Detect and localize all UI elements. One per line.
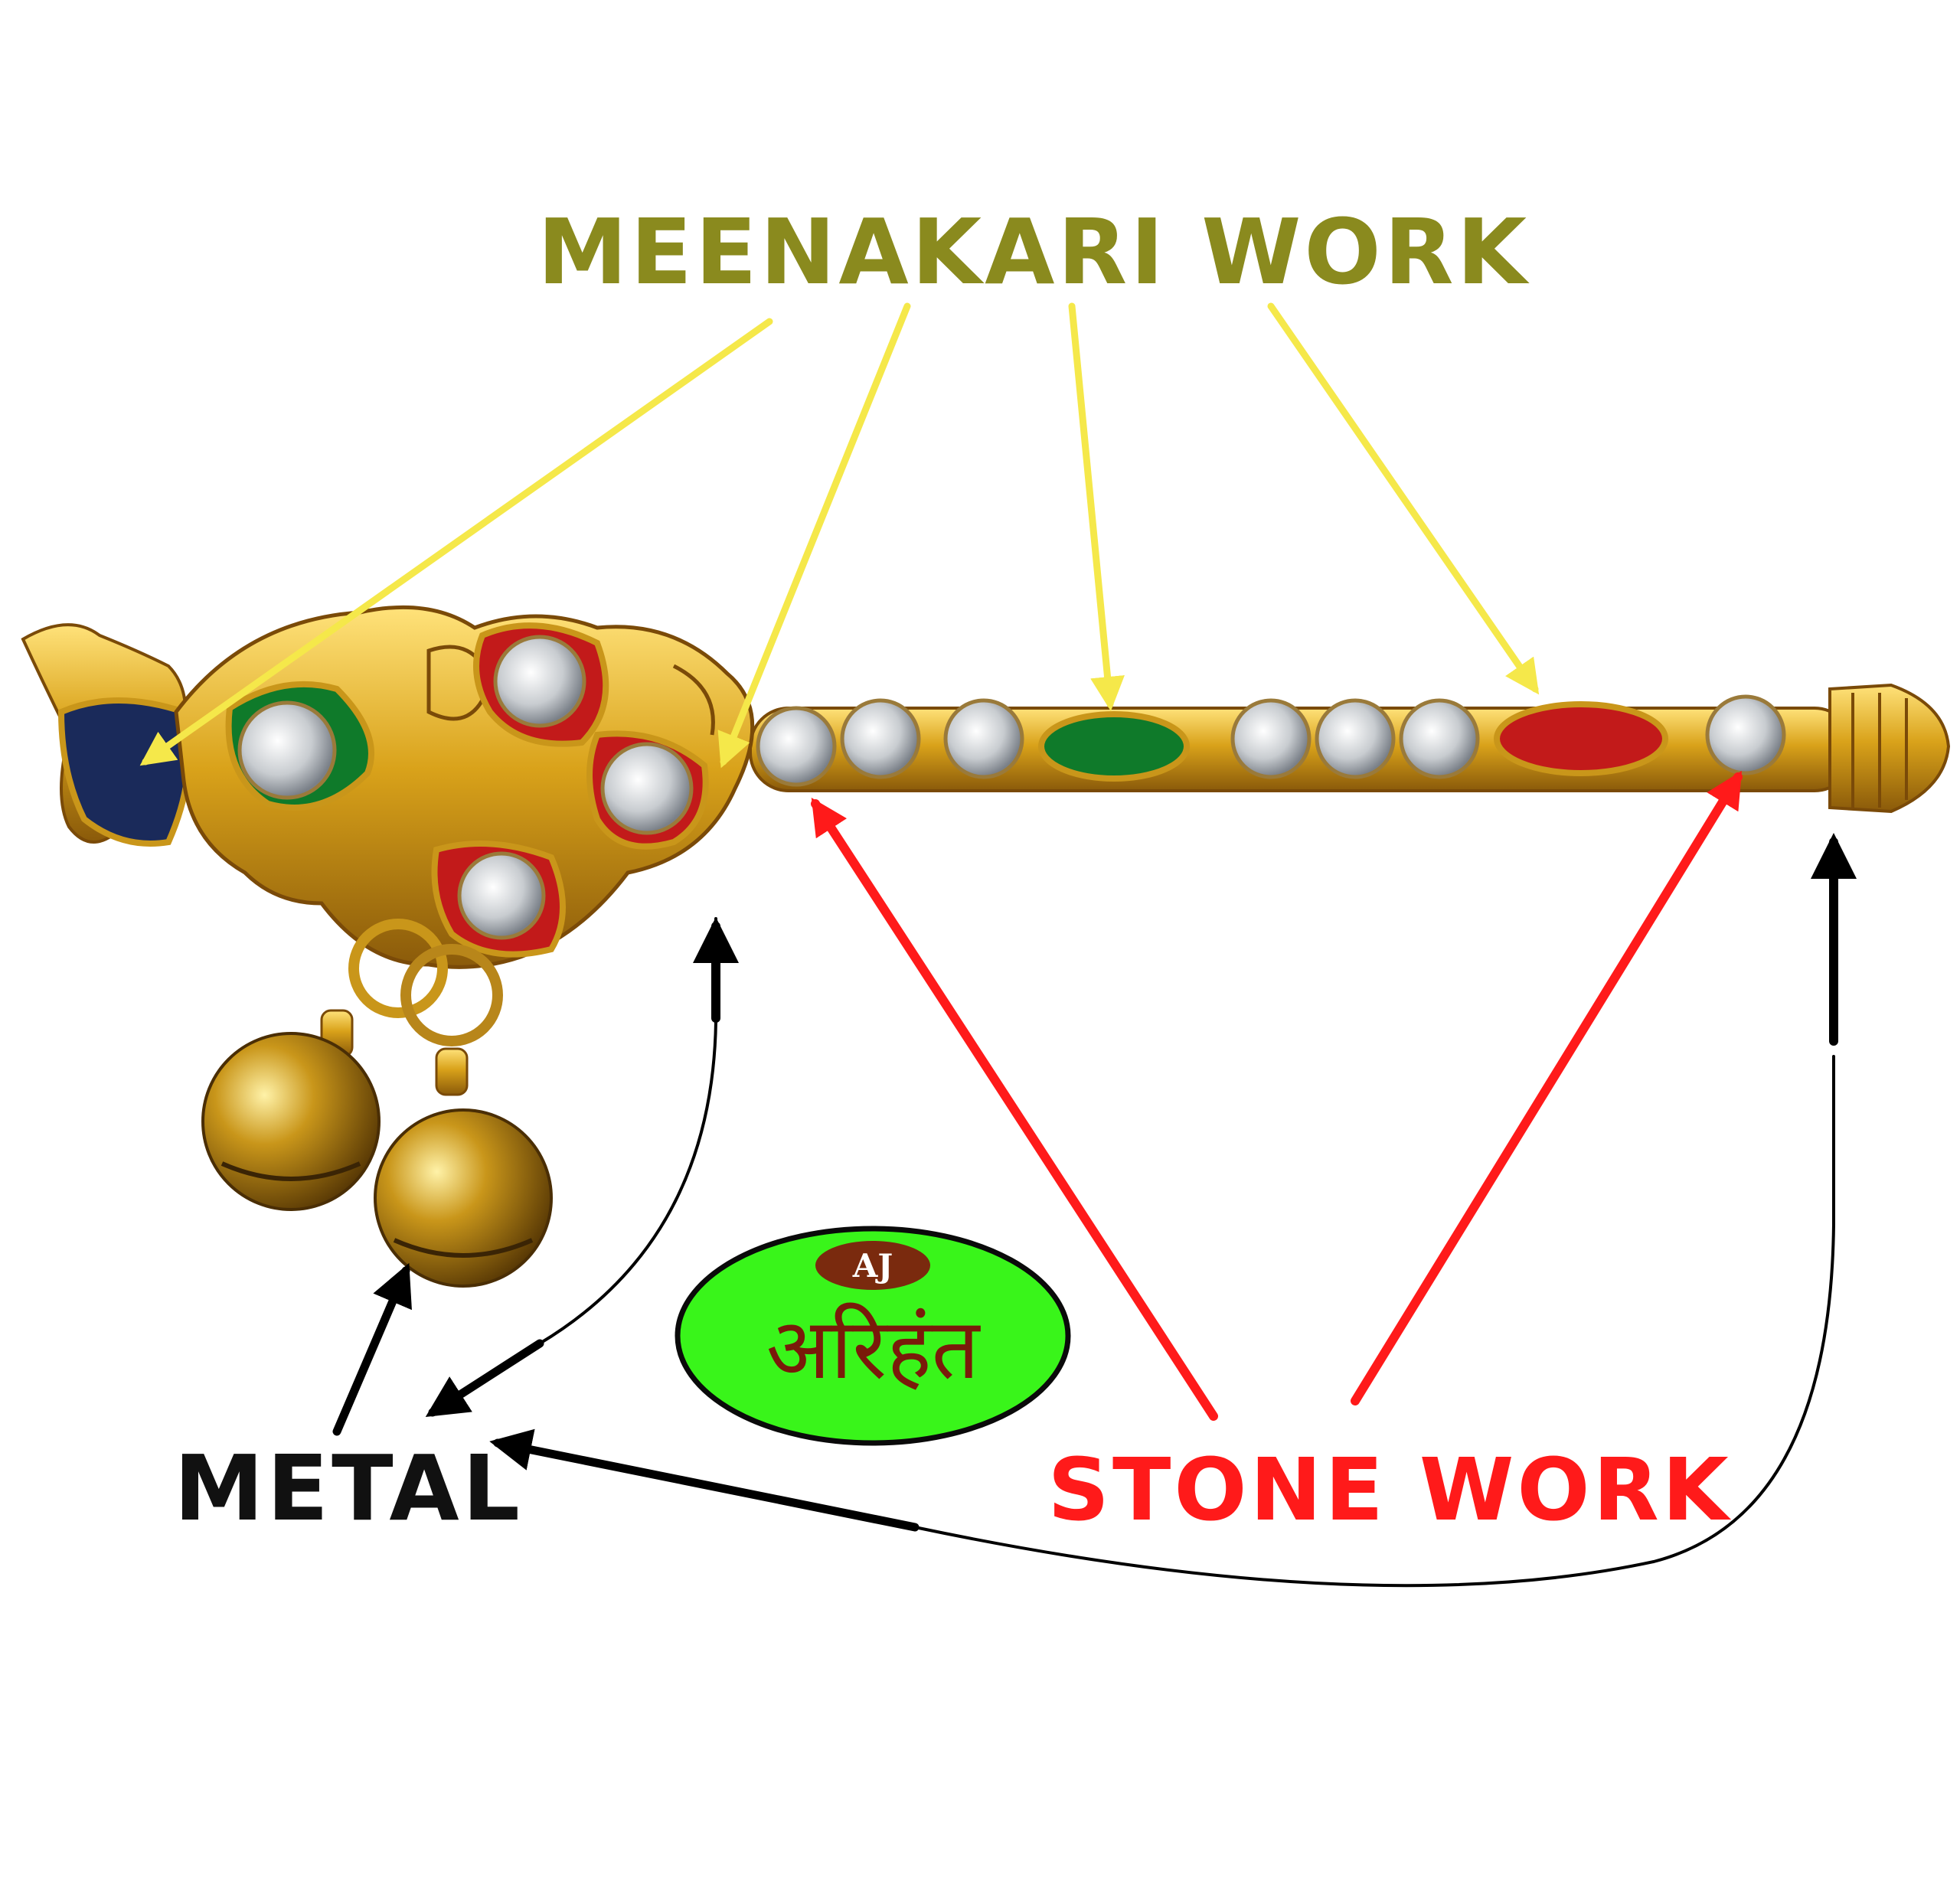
- body-stone: [237, 700, 337, 800]
- meenakari-label: MEENAKARI WORK: [537, 199, 1530, 305]
- metal-arrows: [332, 833, 1857, 1588]
- flute-brooch: [21, 605, 1951, 1288]
- shaft-stone: [1399, 698, 1480, 779]
- brand-logo: AJ अरिहंत: [675, 1226, 1071, 1446]
- meenakari-arrow: [1068, 302, 1125, 711]
- body-stone: [600, 742, 694, 835]
- bell: [201, 1032, 381, 1211]
- stone-work-label: STONE WORK: [1047, 1441, 1732, 1540]
- shaft-stone: [756, 706, 837, 787]
- jump-ring: [400, 944, 503, 1046]
- meenakari-arrows: [139, 302, 1540, 769]
- logo-ellipse: [675, 1226, 1071, 1446]
- metal-label: METAL: [174, 1435, 523, 1541]
- red-enamel: [1494, 701, 1668, 776]
- metal-arrow: [332, 1262, 412, 1436]
- bell: [374, 1108, 553, 1288]
- logo-text: अरिहंत: [766, 1300, 982, 1398]
- meenakari-arrow: [1267, 302, 1540, 695]
- logo-badge: [815, 1241, 930, 1290]
- shaft-stone: [1230, 698, 1312, 779]
- body-stone: [493, 635, 586, 728]
- shaft-stone: [1705, 694, 1786, 775]
- metal-arrow: [538, 917, 717, 1345]
- peacock-head: [21, 623, 192, 847]
- shaft-stone: [840, 698, 921, 779]
- meenakari-arrow: [717, 302, 911, 769]
- stone-arrow: [1351, 770, 1743, 1405]
- meenakari-arrow: [139, 318, 773, 766]
- logo-badge-text: AJ: [852, 1247, 893, 1285]
- green-enamel: [1038, 711, 1190, 782]
- metal-arrow: [913, 1055, 1835, 1588]
- shaft-stone: [1315, 698, 1396, 779]
- stone-arrow: [811, 797, 1218, 1421]
- shaft-stone: [943, 698, 1024, 779]
- stone-arrows: [811, 770, 1743, 1421]
- flute-tip: [1828, 683, 1951, 814]
- body-stone: [457, 851, 546, 940]
- bell-hook: [435, 1047, 469, 1096]
- jump-ring: [348, 919, 448, 1018]
